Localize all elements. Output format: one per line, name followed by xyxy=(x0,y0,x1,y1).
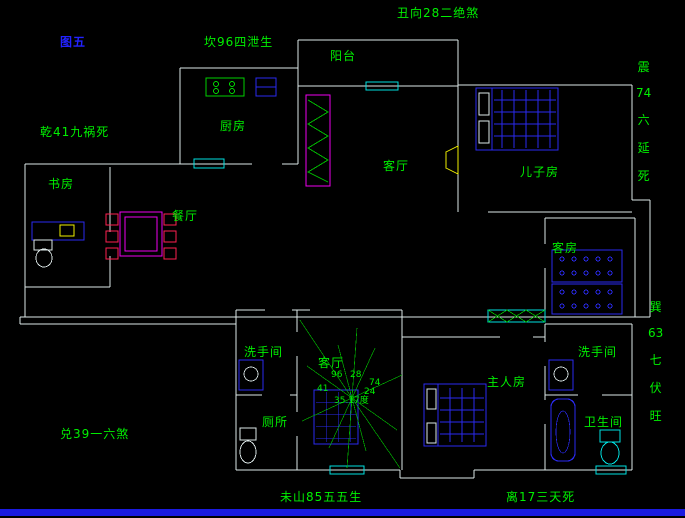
room-label-living: 客厅 xyxy=(383,159,410,173)
walls xyxy=(19,39,651,479)
living-cabinet-icon xyxy=(305,94,331,187)
annotation-char: 六 xyxy=(637,113,650,127)
annotation-left: 乾41九祸死 xyxy=(40,125,110,139)
room-label-study: 书房 xyxy=(48,177,75,191)
son-bed-icon xyxy=(475,87,559,151)
room-label-kitchen: 厨房 xyxy=(220,119,247,133)
annotation-bottom-left: 兑39一六煞 xyxy=(60,427,130,441)
annotation-top-left: 坎96四泄生 xyxy=(204,35,274,49)
study-desk-icon xyxy=(31,221,85,268)
washroom-left-sink-icon xyxy=(238,359,264,391)
annotation-top: 丑向28二绝煞 xyxy=(397,6,480,20)
annotation-bottom-right: 离17三天死 xyxy=(506,490,576,504)
annotation-char: 巽 xyxy=(649,300,662,314)
annotation-char: 伏 xyxy=(649,381,662,395)
annotation-right-lower: 巽 63 七 伏 旺 xyxy=(648,298,663,424)
bottom-bar xyxy=(0,509,685,516)
room-label-washroom-left: 洗手间 xyxy=(244,345,284,359)
compass-center-degree: 35.17度 xyxy=(334,396,369,406)
room-label-master: 主人房 xyxy=(487,375,527,389)
annotation-char: 延 xyxy=(637,141,650,155)
room-label-toilet: 厕所 xyxy=(262,415,289,429)
windows xyxy=(193,81,627,475)
annotation-char: 震 xyxy=(637,60,650,74)
bathroom-toilet-icon xyxy=(599,429,621,465)
annotation-char: 63 xyxy=(648,326,664,340)
compass-number-41: 41 xyxy=(317,384,329,394)
room-label-balcony: 阳台 xyxy=(330,49,357,63)
figure-label: 图五 xyxy=(60,35,87,49)
kitchen-fridge-icon xyxy=(255,77,277,97)
washroom-right-sink-icon xyxy=(548,359,574,391)
annotation-bottom-center: 未山85五五生 xyxy=(280,490,363,504)
bathtub-icon xyxy=(550,398,576,462)
compass-lines xyxy=(299,319,403,469)
compass-number-28: 28 xyxy=(350,370,362,380)
annotation-char: 旺 xyxy=(649,409,662,423)
window-hatch xyxy=(487,309,546,323)
master-bed-icon xyxy=(423,383,487,447)
room-label-hall: 客厅 xyxy=(318,356,345,370)
kitchen-stove-icon xyxy=(205,77,245,97)
annotation-char: 死 xyxy=(637,169,650,183)
annotation-right-upper: 震 74 六 延 死 xyxy=(636,58,651,184)
room-label-dining: 餐厅 xyxy=(172,209,199,223)
compass-number-96: 96 xyxy=(331,370,343,380)
room-label-son-room: 儿子房 xyxy=(520,165,560,179)
compass-number-74: 74 xyxy=(369,378,381,388)
room-label-guest: 客房 xyxy=(552,241,579,255)
tv-icon xyxy=(445,145,459,175)
compass-number-24: 24 xyxy=(364,387,376,397)
annotation-char: 74 xyxy=(636,86,652,100)
room-label-bathroom: 卫生间 xyxy=(584,415,624,429)
toilet-icon xyxy=(239,427,257,464)
annotation-char: 七 xyxy=(649,353,662,367)
dining-table-icon xyxy=(105,211,177,260)
room-label-washroom-right: 洗手间 xyxy=(578,345,618,359)
guest-beds-icon xyxy=(551,249,623,315)
